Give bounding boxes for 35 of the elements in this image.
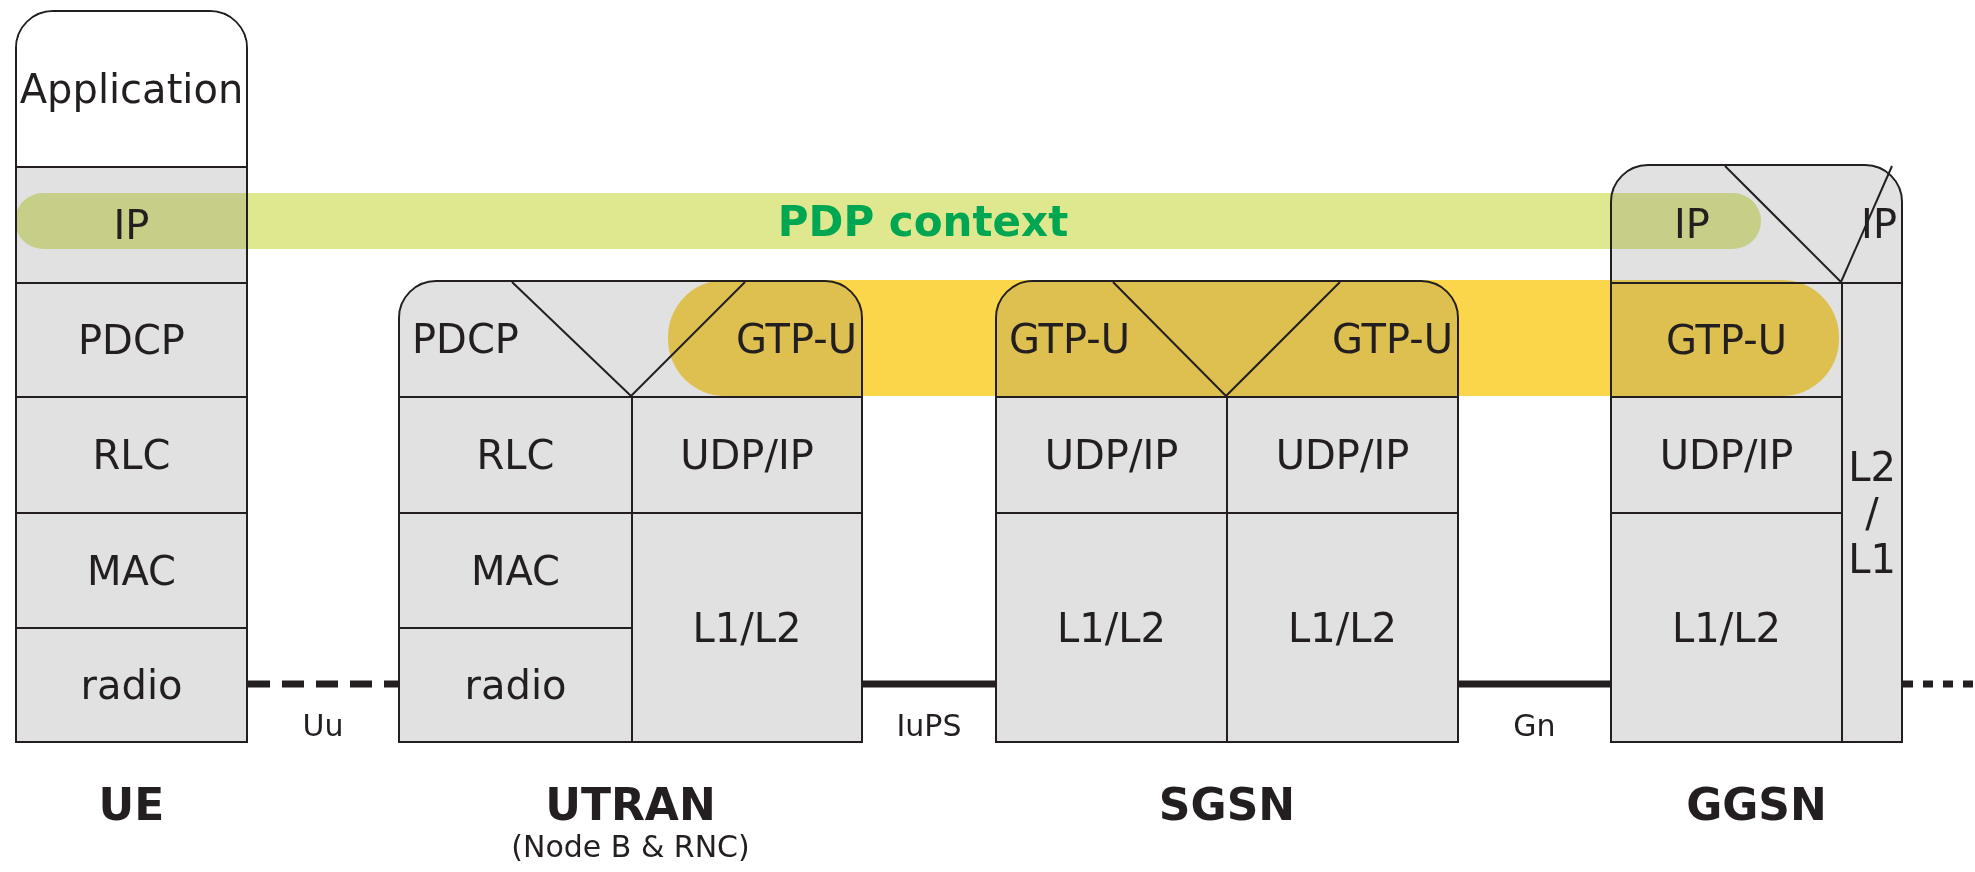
link-line [1459,680,1610,688]
protocol-layer: MAC [400,512,631,627]
protocol-layer: IP [1612,166,1841,282]
protocol-layer: IP [1841,166,1901,282]
band-label: PDP context [776,195,1069,248]
protocol-layer: GTP-U [997,282,1226,396]
node-subtitle: (Node B & RNC) [511,829,750,866]
link-line [1903,680,1975,688]
protocol-layer: IP [17,166,246,282]
protocol-layer: UDP/IP [1612,396,1841,512]
node-title: SGSN [1158,781,1296,830]
protocol-layer: MAC [17,512,246,627]
protocol-layer: GTP-U [1612,282,1841,396]
protocol-layer: PDCP [400,282,631,396]
protocol-layer: radio [17,627,246,741]
context-band [15,193,1761,249]
protocol-layer: PDCP [17,282,246,396]
protocol-layer: L1/L2 [1612,512,1841,741]
protocol-layer: GTP-U [1226,282,1457,396]
link-line [248,680,398,688]
protocol-layer: RLC [400,396,631,512]
protocol-layer: L1/L2 [1226,512,1457,741]
protocol-layer: GTP-U [631,282,861,396]
node-title: UE [98,781,165,830]
protocol-layer: UDP/IP [1226,396,1457,512]
protocol-layer: UDP/IP [997,396,1226,512]
node-title: UTRAN [545,781,716,830]
protocol-layer: L1/L2 [997,512,1226,741]
protocol-layer: L2 / L1 [1841,282,1901,741]
protocol-layer: radio [400,627,631,741]
node-title: GGSN [1686,781,1827,830]
protocol-layer: UDP/IP [631,396,861,512]
link-line [863,680,995,688]
protocol-layer: L1/L2 [631,512,861,741]
protocol-layer: RLC [17,396,246,512]
